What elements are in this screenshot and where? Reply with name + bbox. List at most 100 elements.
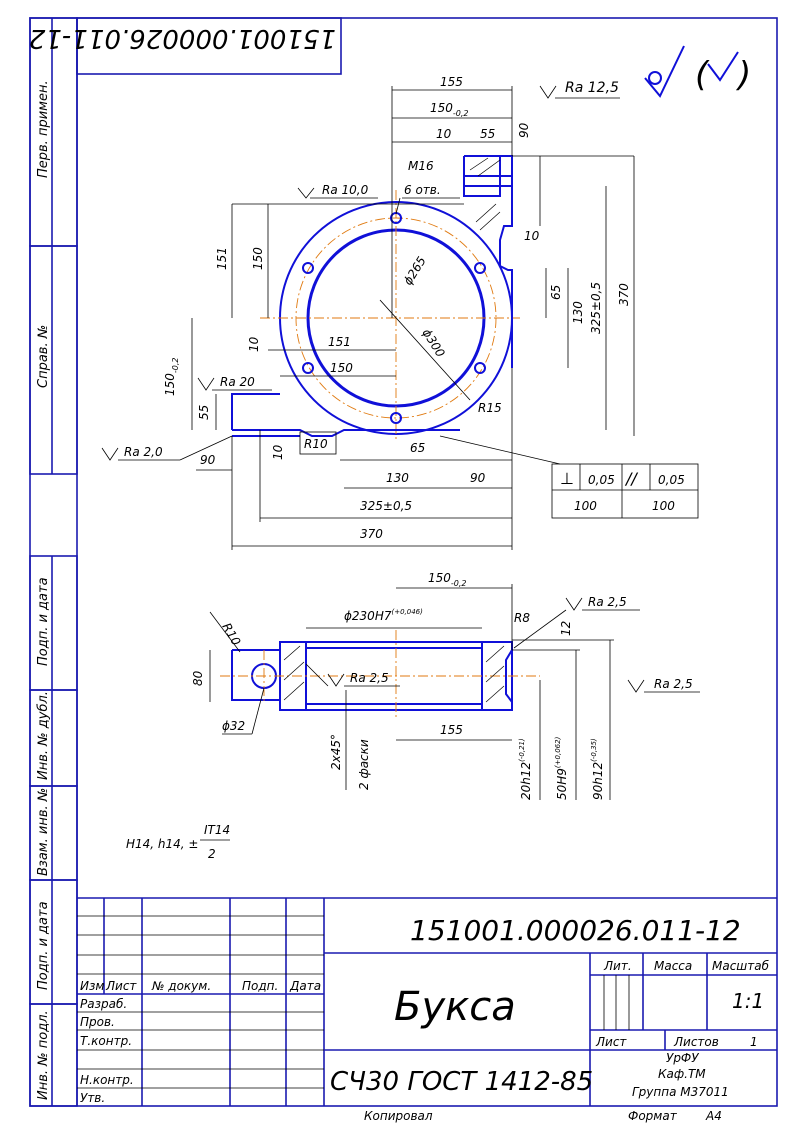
svg-text:Масштаб: Масштаб — [712, 959, 770, 973]
svg-text:325±0,5: 325±0,5 — [360, 499, 412, 513]
svg-text:Ra 10,0: Ra 10,0 — [322, 183, 369, 197]
svg-text:10: 10 — [247, 336, 261, 352]
svg-text:Ra 2,5: Ra 2,5 — [350, 671, 389, 685]
svg-text:90h12(-0,35): 90h12(-0,35) — [590, 738, 605, 800]
svg-text:151: 151 — [328, 335, 351, 349]
svg-text:370: 370 — [617, 283, 631, 306]
svg-text:90: 90 — [200, 453, 216, 467]
svg-text:1: 1 — [750, 1035, 758, 1049]
svg-text:Ra 20: Ra 20 — [220, 375, 255, 389]
svg-text:Ra 2,5: Ra 2,5 — [654, 677, 693, 691]
svg-text:А4: А4 — [705, 1109, 722, 1123]
svg-text:151: 151 — [215, 247, 229, 270]
material: СЧ30 ГОСТ 1412-85 — [330, 1067, 593, 1097]
svg-text:Группа М37011: Группа М37011 — [632, 1085, 729, 1099]
svg-text:155: 155 — [440, 723, 463, 737]
svg-text:1:1: 1:1 — [732, 989, 764, 1013]
svg-text:): ) — [735, 55, 751, 95]
svg-text://: // — [624, 469, 638, 488]
svg-text:R10: R10 — [304, 437, 328, 451]
svg-text:Пров.: Пров. — [80, 1015, 115, 1029]
svg-text:IT14: IT14 — [204, 823, 230, 837]
margin-labels: Перв. примен. Справ. № Подп. и дата Инв.… — [36, 80, 51, 1100]
svg-text:ϕ230H7(+0,046): ϕ230H7(+0,046) — [344, 608, 423, 623]
svg-text:R10: R10 — [219, 621, 243, 649]
svg-text:⊥: ⊥ — [560, 469, 574, 488]
svg-text:№ докум.: № докум. — [151, 979, 211, 993]
svg-text:Разраб.: Разраб. — [80, 997, 127, 1011]
svg-text:130: 130 — [571, 301, 585, 324]
svg-text:12: 12 — [559, 621, 573, 636]
svg-text:10: 10 — [524, 229, 540, 243]
svg-text:H14, h14, ±: H14, h14, ± — [126, 837, 198, 851]
margin-label-inv-podl: Инв. № подл. — [36, 1010, 51, 1100]
svg-text:100: 100 — [652, 499, 675, 513]
svg-text:6 отв.: 6 отв. — [404, 183, 441, 197]
margin-label-perv: Перв. примен. — [36, 80, 51, 178]
general-roughness: Ra 12,5 ( ) — [539, 45, 751, 99]
view2-dimensions: 150-0,2 ϕ230H7(+0,046) R8 Ra 2,5 12 R10 … — [191, 571, 700, 800]
svg-text:Лист: Лист — [105, 979, 137, 993]
svg-text:Изм: Изм — [80, 979, 104, 993]
svg-text:Ra 2,5: Ra 2,5 — [588, 595, 627, 609]
margin-label-podp1: Подп. и дата — [36, 577, 51, 666]
svg-text:325±0,5: 325±0,5 — [589, 282, 603, 334]
svg-text:M16: M16 — [408, 159, 434, 173]
svg-text:90: 90 — [517, 122, 531, 138]
svg-text:(: ( — [695, 55, 710, 95]
tolerance-note: H14, h14, ± IT14 2 — [126, 823, 230, 861]
svg-text:80: 80 — [191, 670, 205, 686]
svg-text:Т.контр.: Т.контр. — [80, 1034, 132, 1048]
svg-text:Листов: Листов — [673, 1035, 719, 1049]
svg-text:150-0,2: 150-0,2 — [163, 357, 180, 396]
svg-text:65: 65 — [549, 285, 563, 300]
svg-text:55: 55 — [480, 127, 495, 141]
margin-label-sprav: Справ. № — [36, 325, 51, 388]
svg-text:Формат: Формат — [628, 1109, 678, 1123]
svg-text:2 фаски: 2 фаски — [357, 739, 371, 790]
svg-text:УрФУ: УрФУ — [666, 1051, 699, 1065]
title-block: 151001.000026.011-12 Букса СЧ30 ГОСТ 141… — [77, 897, 777, 1123]
svg-text:55: 55 — [197, 405, 211, 420]
svg-text:150-0,2: 150-0,2 — [430, 101, 469, 118]
svg-text:50H9(+0,062): 50H9(+0,062) — [554, 736, 569, 800]
svg-text:150: 150 — [251, 247, 265, 270]
margin-label-podp2: Подп. и дата — [36, 901, 51, 990]
view1-outline — [231, 155, 520, 440]
svg-text:Утв.: Утв. — [80, 1091, 105, 1105]
svg-text:Ra 12,5: Ra 12,5 — [565, 80, 619, 96]
svg-text:90: 90 — [470, 471, 486, 485]
svg-text:Ra 2,0: Ra 2,0 — [124, 445, 163, 459]
svg-text:10: 10 — [271, 444, 285, 460]
svg-text:370: 370 — [360, 527, 383, 541]
svg-text:Н.контр.: Н.контр. — [80, 1073, 134, 1087]
svg-text:Каф.ТМ: Каф.ТМ — [658, 1067, 706, 1081]
view2-outline — [220, 630, 540, 720]
svg-text:ϕ32: ϕ32 — [222, 719, 245, 733]
margin-label-vzam: Взам. инв. № — [36, 788, 51, 876]
margin-label-inv-dubl: Инв. № дубл. — [36, 691, 51, 780]
svg-text:Дата: Дата — [289, 979, 321, 993]
top-stamp-box — [76, 17, 342, 75]
svg-text:Копировал: Копировал — [364, 1109, 433, 1123]
doc-number: 151001.000026.011-12 — [410, 914, 741, 947]
svg-text:Лист: Лист — [595, 1035, 627, 1049]
svg-text:150-0,2: 150-0,2 — [428, 571, 467, 588]
svg-text:R8: R8 — [514, 611, 530, 625]
svg-text:155: 155 — [440, 75, 463, 89]
view1-dimensions: 155 150-0,2 10 55 90 M16 6 отв. Ra 10,0 … — [101, 75, 635, 550]
part-name: Букса — [394, 984, 516, 1030]
svg-text:65: 65 — [410, 441, 425, 455]
svg-text:130: 130 — [386, 471, 409, 485]
svg-text:2x45°: 2x45° — [329, 734, 343, 770]
svg-text:150: 150 — [330, 361, 353, 375]
svg-text:0,05: 0,05 — [658, 473, 685, 487]
tolerance-frame: ⊥ 0,05 // 0,05 100 100 — [551, 463, 699, 519]
svg-text:R15: R15 — [478, 401, 502, 415]
svg-text:Подп.: Подп. — [242, 979, 278, 993]
svg-text:20h12(-0,21): 20h12(-0,21) — [518, 738, 533, 800]
svg-text:100: 100 — [574, 499, 597, 513]
svg-text:0,05: 0,05 — [588, 473, 615, 487]
svg-text:Лит.: Лит. — [603, 959, 632, 973]
